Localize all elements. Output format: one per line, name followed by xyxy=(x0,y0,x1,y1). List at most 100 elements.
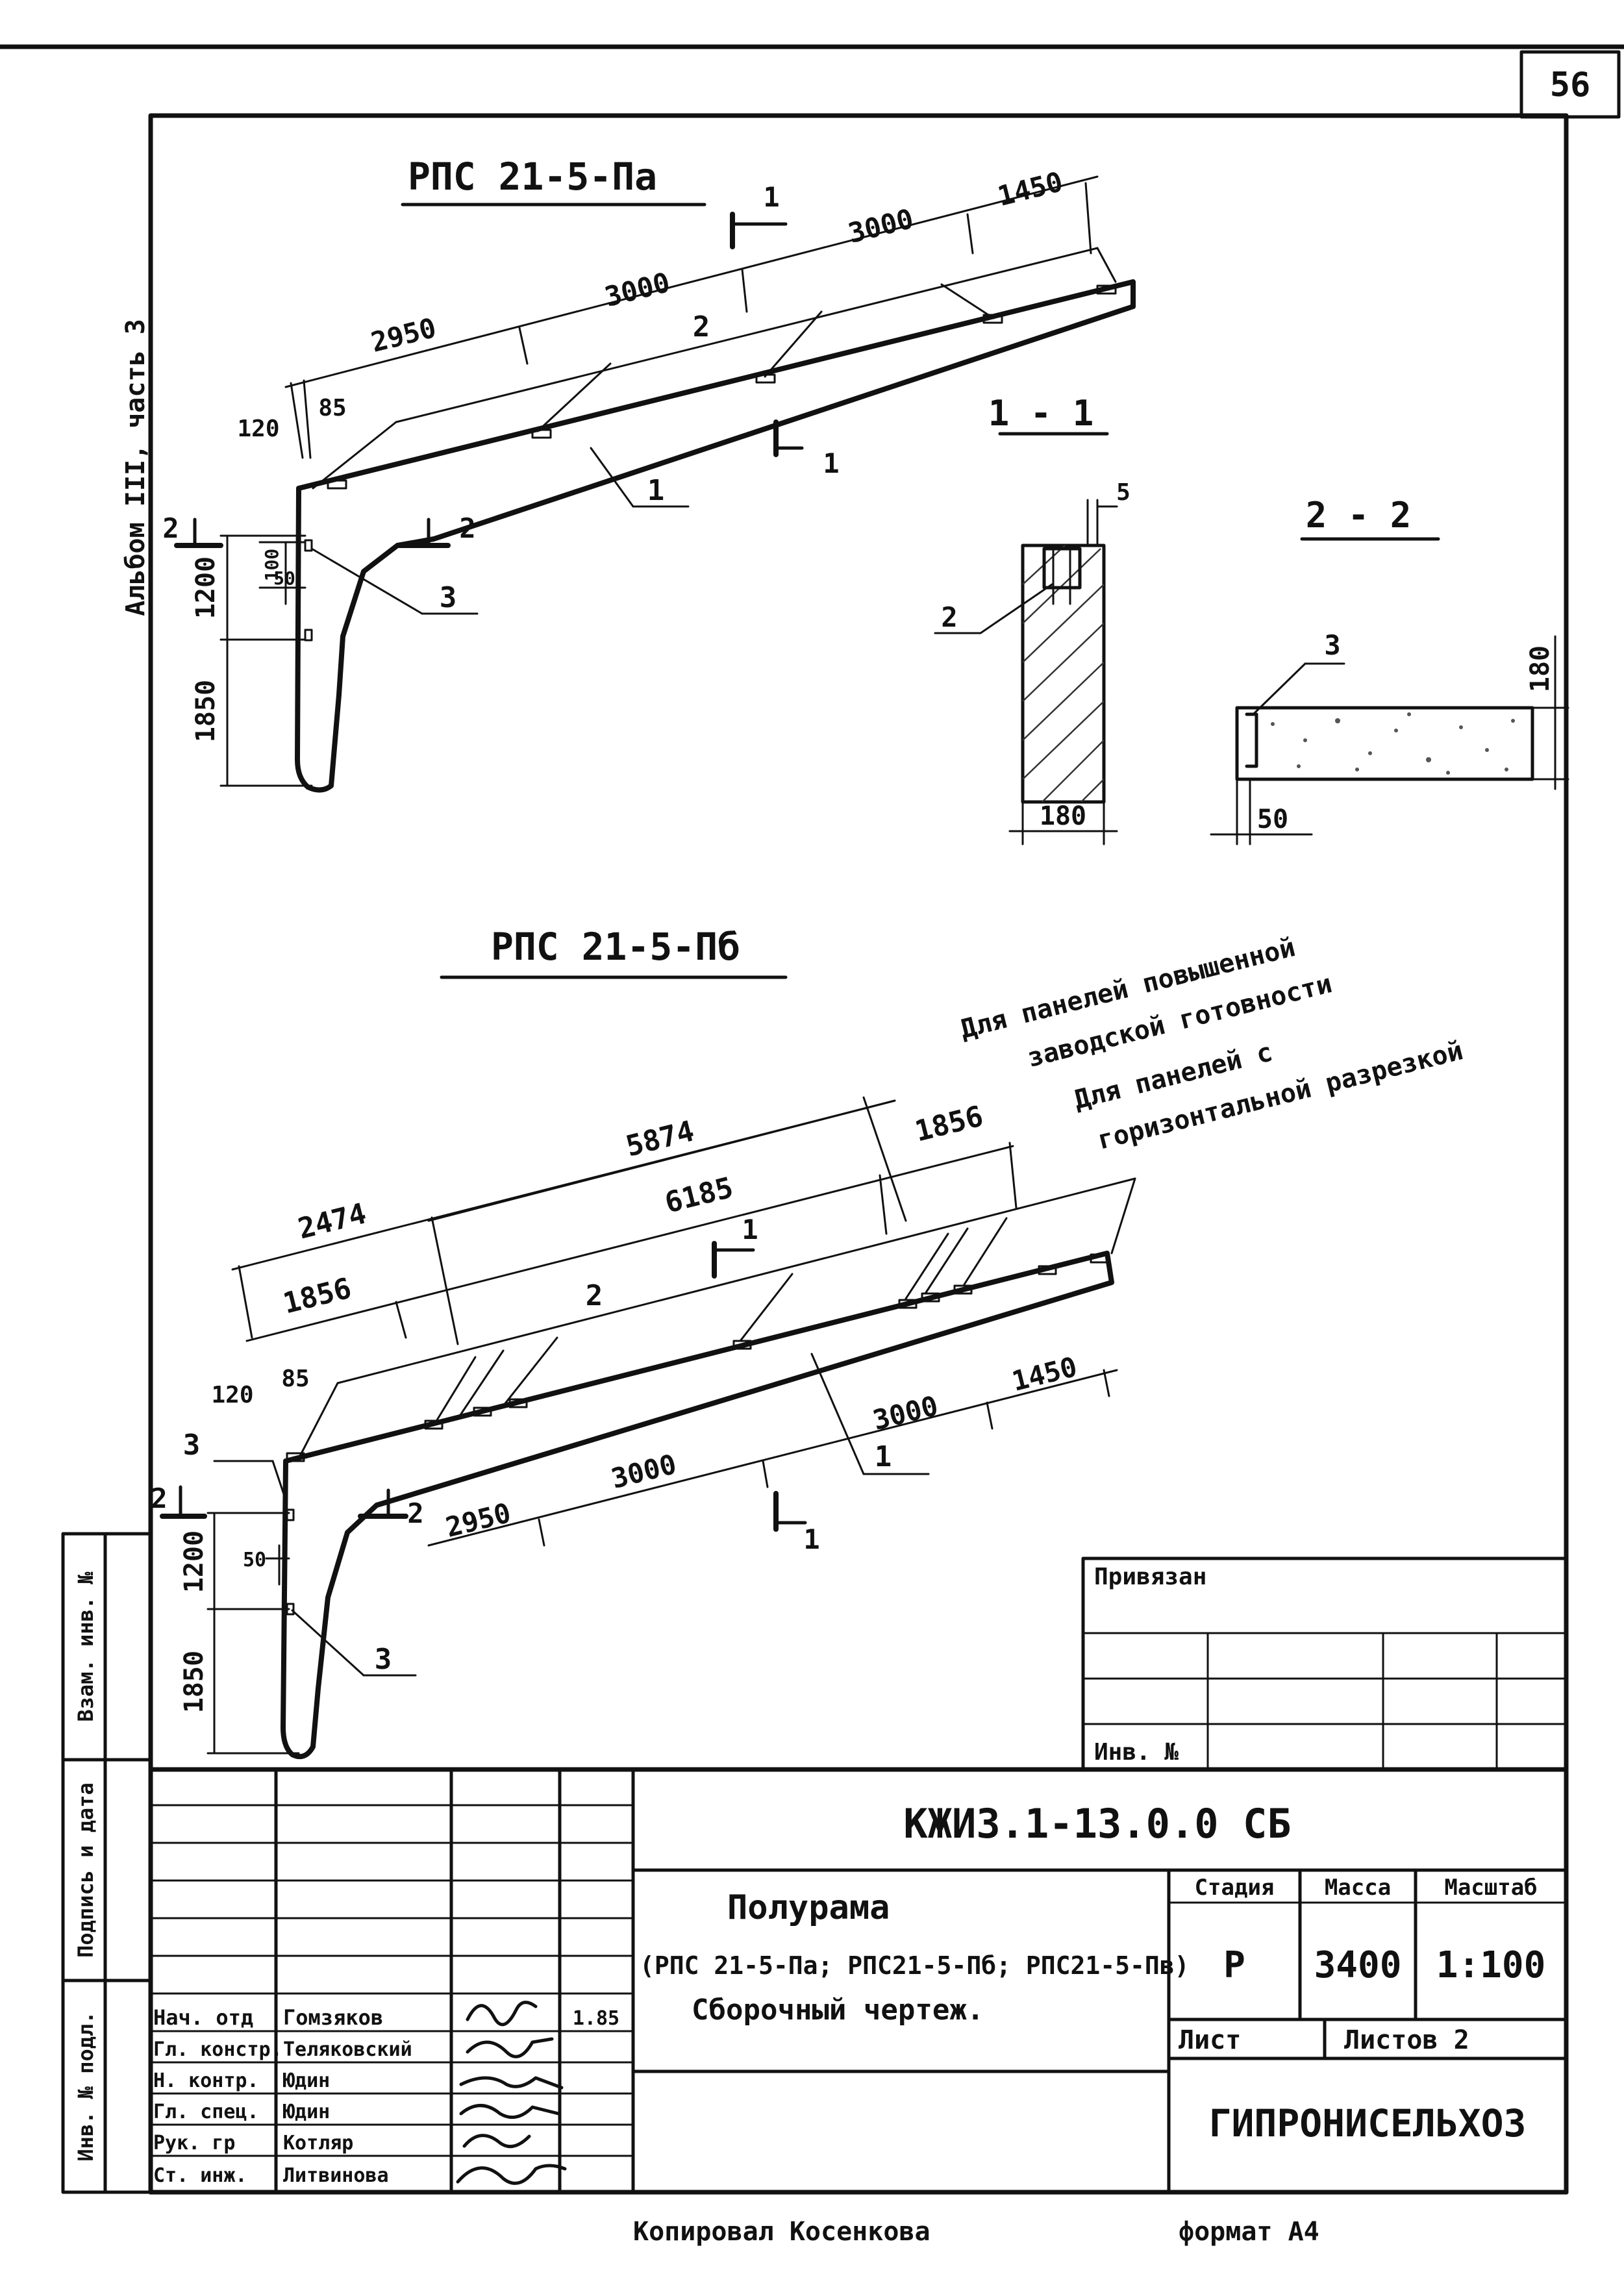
staff-role-5: Рук. гр xyxy=(153,2132,235,2155)
view-a-dim-120: 120 xyxy=(237,416,279,442)
staff-role-4: Гл. спец. xyxy=(153,2101,259,2123)
view-a-callout-3: 3 xyxy=(440,581,457,614)
view-a-section-1-marks xyxy=(730,212,804,457)
view-a-dim-chain xyxy=(284,175,1099,459)
staff-name-2: Теляковский xyxy=(283,2038,412,2061)
staff-role-3: Н. контр. xyxy=(153,2069,259,2092)
view-b-section-1-bottom-label: 1 xyxy=(803,1523,819,1555)
binding-table-title: Привязан xyxy=(1094,1564,1206,1590)
signatures xyxy=(456,2001,567,2185)
section-1-1: 1 - 1 xyxy=(934,393,1118,845)
stage-header: Стадия xyxy=(1195,1875,1275,1901)
view-a-callout-2: 2 xyxy=(693,310,710,344)
strip-label-replace-inv: Взам. инв. № xyxy=(73,1571,98,1722)
copied-by: Копировал Косенкова xyxy=(633,2217,931,2247)
view-b-callout-1: 1 xyxy=(875,1440,892,1473)
view-a-section-1-top-label: 1 xyxy=(763,181,779,213)
view-b-frame-outline xyxy=(281,1177,1136,1759)
view-a-dim-2950: 2950 xyxy=(368,312,439,358)
view-b-section-1-top-label: 1 xyxy=(742,1214,758,1245)
stage-value: Р xyxy=(1223,1944,1245,1986)
view-a-title: РПС 21-5-Па xyxy=(408,155,657,199)
view-a: РПС 21-5-Па xyxy=(162,155,1136,793)
title-block-grid xyxy=(148,1767,1569,2195)
section-2-2: 2 - 2 xyxy=(1210,495,1569,845)
view-a-dim-100: 100 xyxy=(261,549,282,582)
view-b-dim-50: 50 xyxy=(243,1549,266,1571)
view-b-callout-2: 2 xyxy=(586,1279,603,1312)
strip-label-signature-date: Подпись и дата xyxy=(73,1782,98,1958)
section-2-2-dim-180: 180 xyxy=(1525,645,1555,692)
view-b-dim-1856-left: 1856 xyxy=(280,1271,355,1320)
scale-value: 1:100 xyxy=(1436,1944,1546,1986)
view-a-dim-1450: 1450 xyxy=(994,166,1066,212)
staff-role-6: Ст. инж. xyxy=(153,2164,247,2187)
view-b-dim-1200: 1200 xyxy=(179,1531,209,1593)
view-a-vertical-dims xyxy=(219,534,313,787)
view-a-section-1-bottom-label: 1 xyxy=(823,447,839,479)
section-2-2-dots xyxy=(1271,712,1515,775)
staff-name-1: Гомзяков xyxy=(283,2005,383,2030)
view-b-title: РПС 21-5-Пб xyxy=(491,925,740,969)
section-1-1-dim-5: 5 xyxy=(1116,479,1131,506)
view-a-section-2-right-label: 2 xyxy=(459,512,475,544)
drawing-name-line-1: Полурама xyxy=(727,1888,890,1927)
view-a-callout-1: 1 xyxy=(647,474,665,507)
mass-header: Масса xyxy=(1325,1875,1391,1901)
view-b: РПС 21-5-Пб Для панелей повышенной завод… xyxy=(151,925,1466,1759)
view-b-dim-5874: 5874 xyxy=(623,1114,697,1163)
view-b-dim-85: 85 xyxy=(281,1366,309,1392)
view-a-dim-3000-a: 3000 xyxy=(601,266,673,313)
staff-role-1: Нач. отд xyxy=(153,2005,253,2030)
section-2-2-dim-50: 50 xyxy=(1257,805,1288,834)
view-b-leaders xyxy=(213,1353,930,1677)
view-b-section-1-marks xyxy=(712,1241,807,1532)
section-1-1-title: 1 - 1 xyxy=(988,393,1094,434)
view-b-section-2-marks xyxy=(160,1485,408,1519)
section-2-2-callout-3: 3 xyxy=(1324,629,1340,661)
view-b-dim-1850: 1850 xyxy=(179,1651,209,1713)
album-side-label: Альбом III, часть 3 xyxy=(121,319,151,616)
section-1-1-dim-180: 180 xyxy=(1040,801,1086,831)
view-a-dim-1200: 1200 xyxy=(191,556,221,619)
view-b-lower-dim-chain xyxy=(427,1369,1118,1547)
sheet-label: Лист xyxy=(1179,2025,1241,2055)
view-a-leaders xyxy=(310,447,690,615)
view-b-dim-3000-b: 3000 xyxy=(869,1390,941,1436)
view-b-dim-120: 120 xyxy=(211,1382,253,1408)
page-number: 56 xyxy=(1550,66,1591,105)
scale-header: Масштаб xyxy=(1444,1875,1537,1901)
view-b-callout-3-bottom: 3 xyxy=(375,1643,392,1676)
view-b-vertical-dims xyxy=(206,1512,300,1755)
view-a-section-2-marks xyxy=(174,518,451,548)
view-a-section-2-left-label: 2 xyxy=(162,512,179,544)
staff-name-6: Литвинова xyxy=(283,2164,389,2187)
view-b-section-2-left-label: 2 xyxy=(151,1482,167,1514)
view-a-dim-85: 85 xyxy=(318,395,346,421)
format-label: формат А4 xyxy=(1179,2217,1319,2247)
document-code: КЖИ3.1-13.0.0 СБ xyxy=(903,1800,1291,1847)
view-b-dim-3000-a: 3000 xyxy=(608,1448,679,1495)
view-a-dim-3000-b: 3000 xyxy=(845,203,916,249)
date-mark: 1.85 xyxy=(573,2007,619,2030)
section-1-1-hatch xyxy=(1022,545,1105,803)
organization-name: ГИПРОНИСЕЛЬХОЗ xyxy=(1209,2101,1527,2145)
staff-role-2: Гл. констр. xyxy=(153,2038,282,2061)
sheets-label: Листов 2 xyxy=(1344,2025,1469,2055)
section-1-1-callout-2: 2 xyxy=(941,601,957,633)
section-2-2-title: 2 - 2 xyxy=(1306,495,1412,536)
view-b-dim-1856-top: 1856 xyxy=(912,1099,986,1148)
binding-table xyxy=(1081,1556,1568,1771)
view-a-dim-50: 50 xyxy=(273,568,295,589)
view-a-frame-outline xyxy=(295,247,1136,793)
view-b-dim-2950: 2950 xyxy=(442,1497,514,1543)
view-a-dim-1850: 1850 xyxy=(191,680,221,742)
drawing-name-line-2: (РПС 21-5-Па; РПС21-5-Пб; РПС21-5-Пв) xyxy=(640,1951,1189,1980)
binding-table-inv-label: Инв. № xyxy=(1094,1739,1179,1766)
staff-name-3: Юдин xyxy=(283,2069,330,2092)
staff-name-5: Котляр xyxy=(283,2132,353,2155)
view-b-dim-6185: 6185 xyxy=(662,1171,736,1219)
view-b-dim-2474: 2474 xyxy=(295,1197,369,1245)
drawing-name-line-3: Сборочный чертеж. xyxy=(692,1993,984,2027)
